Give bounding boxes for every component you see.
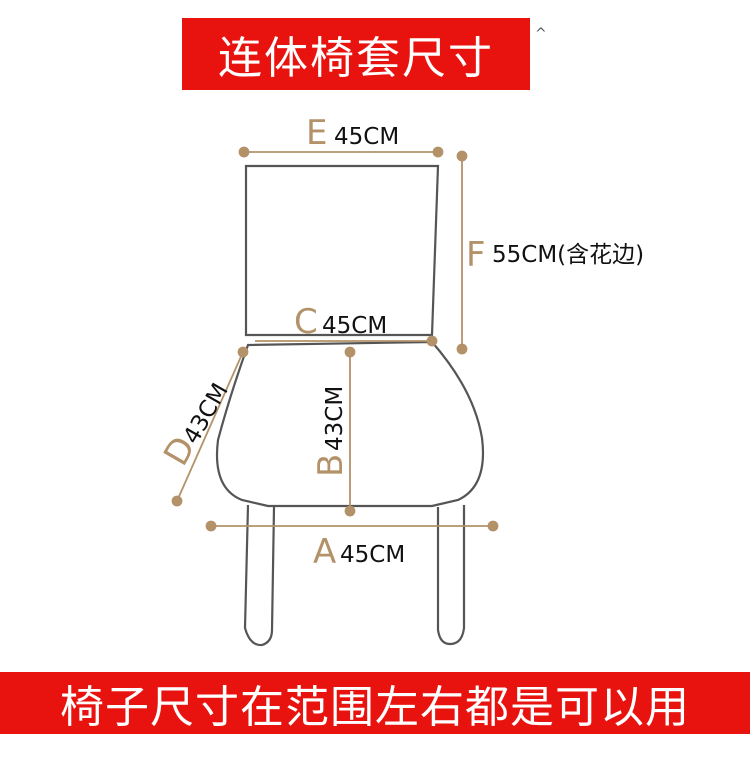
chair-back: [244, 164, 440, 337]
label-a-value: 45CM: [340, 542, 405, 568]
dim-dot: [344, 505, 356, 517]
dim-dot: [237, 346, 249, 358]
label-f-letter: F: [466, 235, 486, 275]
dim-dot: [238, 146, 250, 158]
title-banner: 连体椅套尺寸: [182, 18, 530, 90]
dim-dot: [344, 346, 356, 358]
label-f-value: 55CM(含花边): [492, 242, 644, 268]
label-a-letter: A: [313, 532, 336, 572]
front-leg-right: [436, 505, 466, 646]
label-b-value: 43CM: [322, 386, 348, 451]
footer-text: 椅子尺寸在范围左右都是可以用: [60, 682, 690, 733]
chair-seat: [216, 340, 484, 508]
dim-dot: [171, 495, 183, 507]
label-c-value: 45CM: [322, 313, 387, 339]
label-e-value: 45CM: [334, 124, 399, 150]
footer-banner: 椅子尺寸在范围左右都是可以用: [0, 672, 750, 734]
dimension-lines: [171, 146, 499, 532]
label-e-letter: E: [306, 113, 327, 153]
front-leg-left: [243, 504, 276, 647]
dim-dot: [432, 146, 444, 158]
label-b-letter: B: [311, 454, 351, 477]
title-text: 连体椅套尺寸: [218, 33, 494, 84]
chair-outline: [216, 164, 484, 647]
dim-dot: [205, 520, 217, 532]
dim-dot: [487, 520, 499, 532]
dim-dot: [426, 335, 438, 347]
dim-dot: [456, 343, 468, 355]
dim-line-d: [176, 351, 244, 502]
dim-dot: [456, 150, 468, 162]
caret-icon: ^: [535, 26, 547, 42]
label-c-letter: C: [294, 302, 318, 342]
